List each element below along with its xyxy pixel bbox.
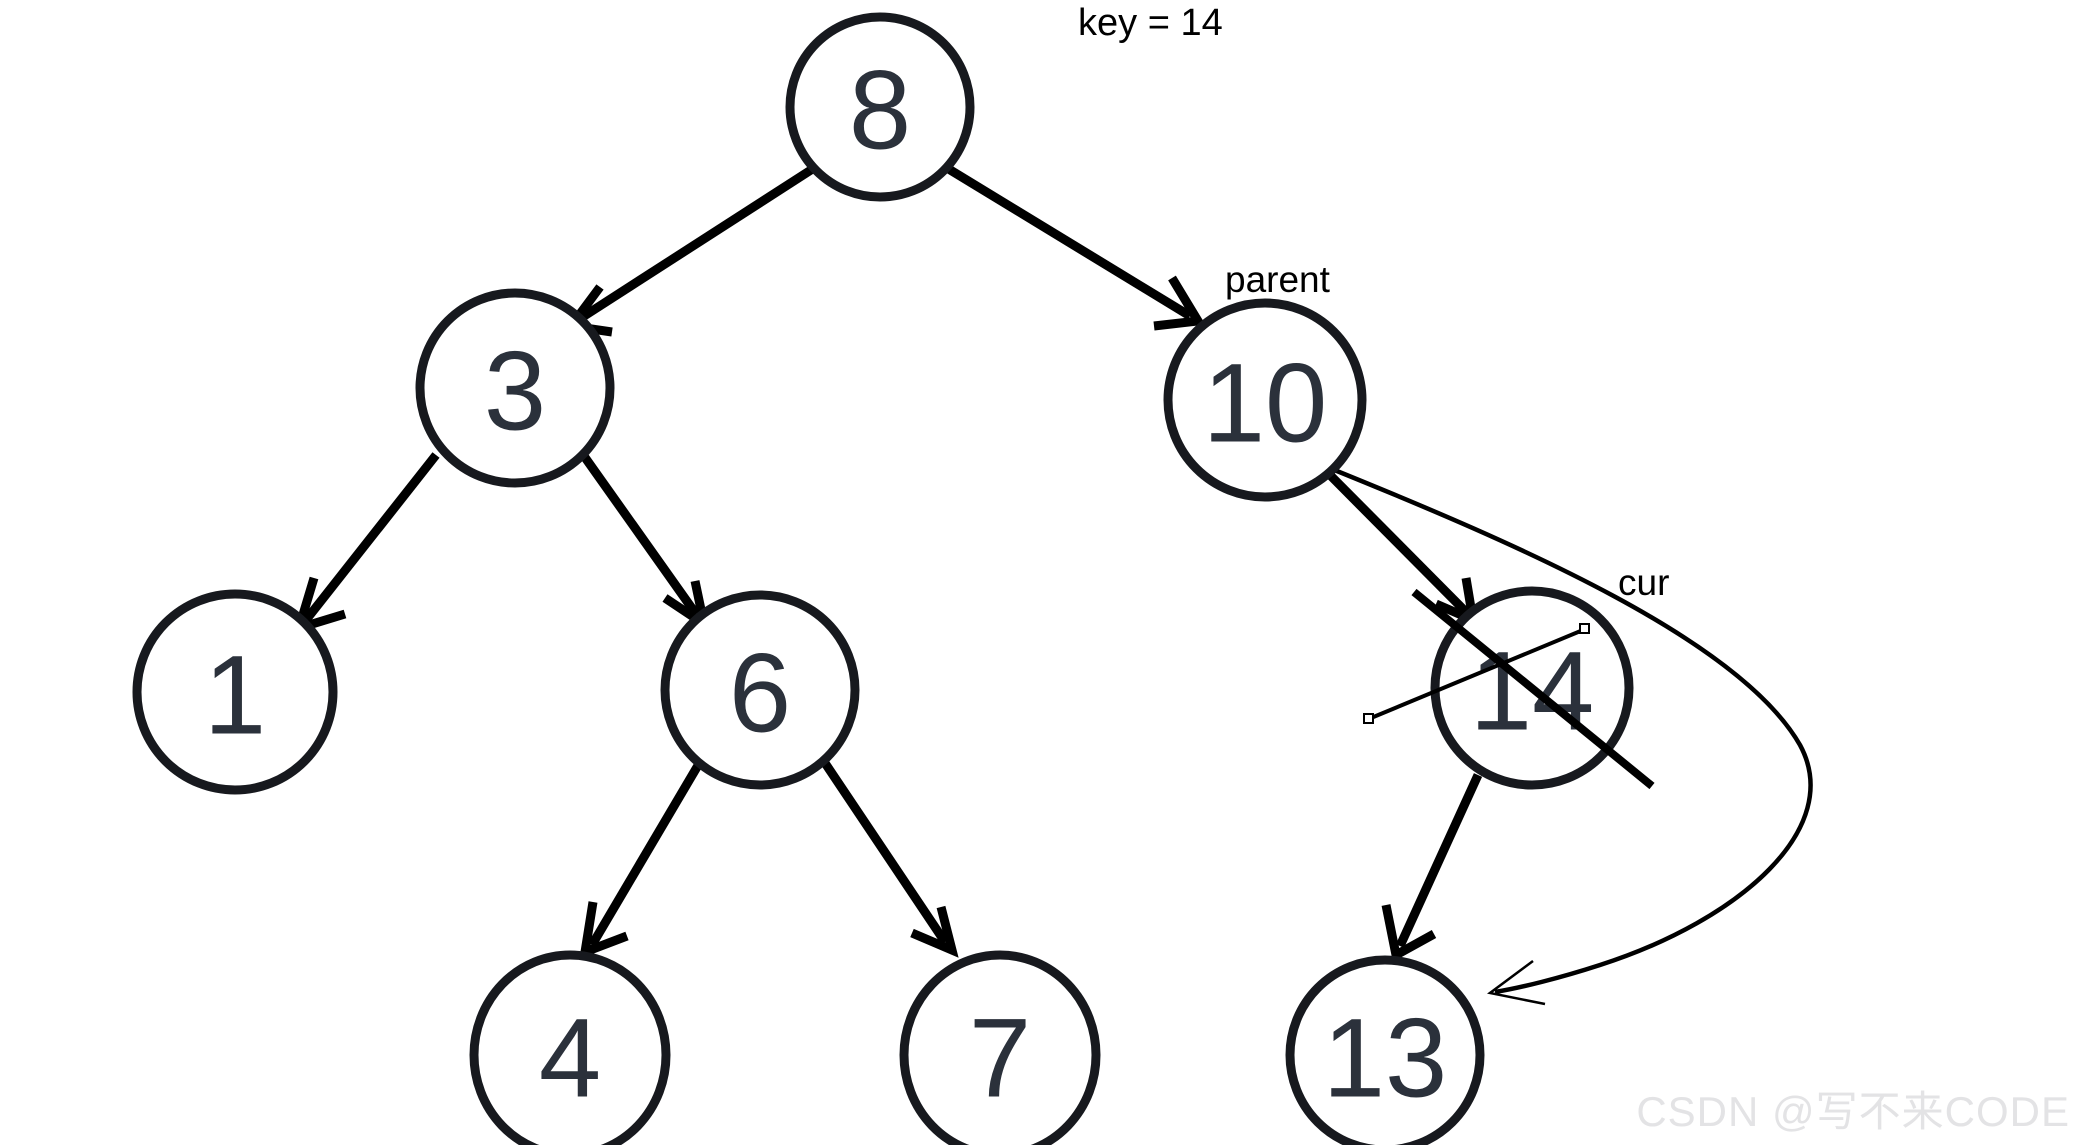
node-6[interactable]: 6 <box>660 590 860 790</box>
node-1[interactable]: 1 <box>132 589 338 795</box>
node-8[interactable]: 8 <box>785 12 975 202</box>
node-7-value: 7 <box>969 996 1031 1121</box>
key-title-label: key = 14 <box>1078 2 1223 44</box>
parent-annotation-label: parent <box>1225 259 1330 300</box>
edge-14-to-13 <box>1381 773 1483 962</box>
node-13[interactable]: 13 <box>1285 955 1485 1145</box>
edge-8-to-3 <box>562 164 817 337</box>
selection-handle-right[interactable] <box>1579 623 1590 634</box>
node-4[interactable]: 4 <box>469 950 671 1145</box>
csdn-watermark: CSDN @写不来CODE <box>1636 1088 2070 1135</box>
edge-3-to-1 <box>292 452 440 635</box>
node-8-value: 8 <box>849 48 911 173</box>
node-13-value: 13 <box>1323 996 1448 1121</box>
node-6-value: 6 <box>729 631 791 756</box>
node-4-value: 4 <box>539 996 601 1121</box>
node-10[interactable]: 10 <box>1163 298 1367 502</box>
node-7[interactable]: 7 <box>899 950 1101 1145</box>
edge-6-to-7 <box>819 757 959 958</box>
node-3-value: 3 <box>484 329 546 454</box>
relink-curve-10-to-13 <box>1326 464 1813 1006</box>
cur-annotation-label: cur <box>1618 562 1670 603</box>
edge-10-to-14 <box>1321 466 1479 628</box>
edge-6-to-4 <box>579 759 704 959</box>
selection-handle-left[interactable] <box>1363 713 1374 724</box>
edge-3-to-6 <box>580 453 711 634</box>
strikethrough-node-14 <box>1363 588 1655 790</box>
node-10-value: 10 <box>1203 341 1328 466</box>
node-3[interactable]: 3 <box>415 288 615 488</box>
node-1-value: 1 <box>204 633 266 758</box>
edge-8-to-10 <box>944 164 1206 331</box>
